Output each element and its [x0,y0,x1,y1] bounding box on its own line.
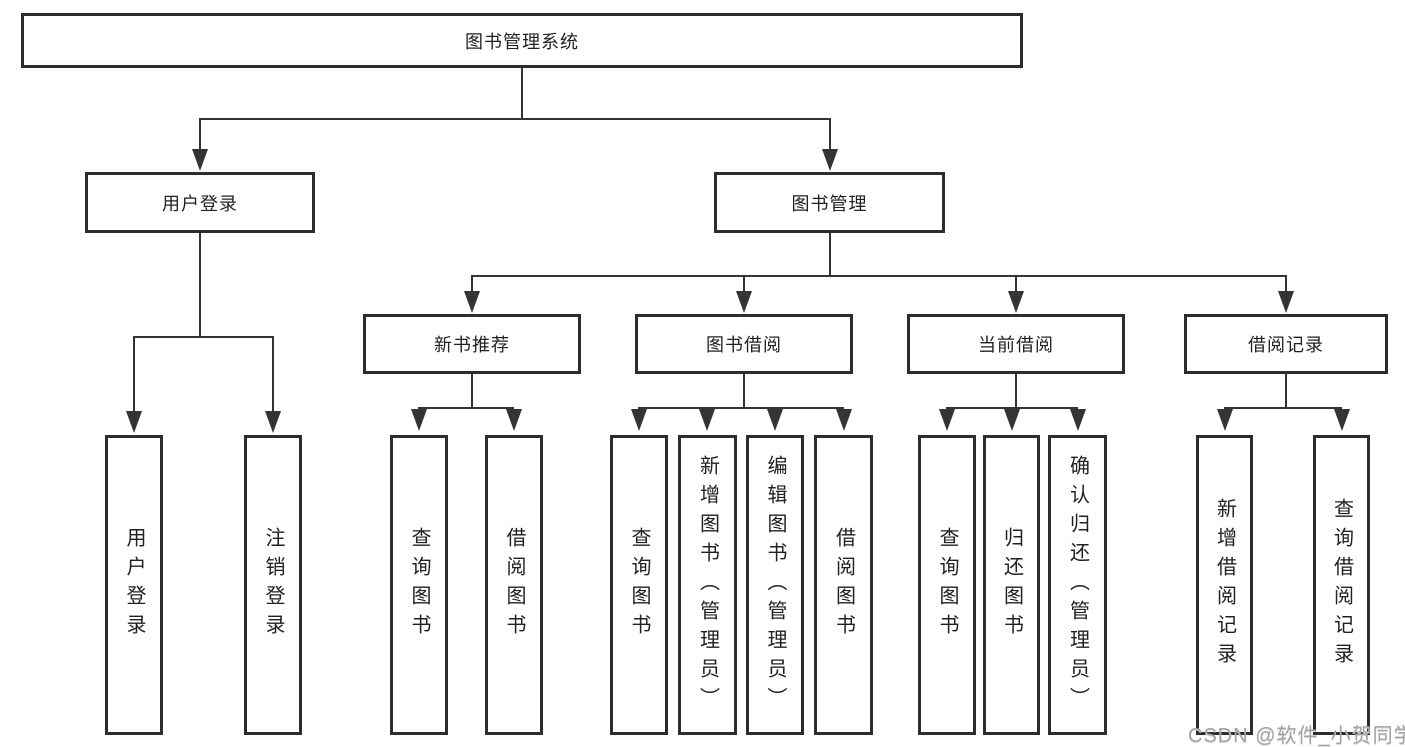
connector-user-login-stem [199,233,201,336]
connector-stem-leaf [1285,275,1287,293]
leaf-query-books: 查询图书 [610,435,668,735]
leaf-label: 借阅图书 [503,527,525,643]
connector-stem [1015,374,1017,409]
connector-stem-leaf [743,275,745,293]
connector-stem-leaf [272,336,274,414]
leaf-query-books: 查询图书 [390,435,448,735]
leaf-label: 新增借阅记录 [1213,498,1236,672]
arrowhead-down-icon [464,291,480,313]
arrowhead-down-icon [939,409,955,431]
leaf-label: 查询图书 [936,527,958,643]
connector-stem [743,374,745,409]
leaf-label: 用户登录 [123,527,145,643]
arrowhead-down-icon [506,409,522,431]
node-label: 图书管理系统 [465,31,579,52]
leaf-user-login: 用户登录 [105,435,163,735]
connector-user-login-branch [133,336,274,338]
node-label: 当前借阅 [978,335,1054,355]
connector-stem-book-mgmt [829,118,831,154]
arrowhead-down-icon [767,409,783,431]
leaf-label: 新增图书（管理员） [696,454,719,716]
leaf-label: 借阅图书 [832,527,855,643]
node-root-library-system: 图书管理系统 [21,13,1023,68]
leaf-label: 查询借阅记录 [1330,498,1353,672]
connector-root-branch [199,118,831,120]
node-user-login: 用户登录 [85,172,315,233]
leaf-edit-books-admin: 编辑图书（管理员） [746,435,804,735]
csdn-watermark: CSDN @软件_小贺同学 [1188,725,1405,747]
arrowhead-down-icon [1278,291,1294,313]
leaf-borrow-books: 借阅图书 [485,435,543,735]
leaf-label: 编辑图书（管理员） [764,454,786,716]
leaf-query-borrow-record: 查询借阅记录 [1313,435,1370,735]
connector-branch [946,407,1078,409]
connector-stem [471,374,473,409]
connector-stem-leaf [1015,275,1017,293]
node-current-borrow: 当前借阅 [907,314,1125,374]
connector-stem-leaf [471,275,473,293]
arrowhead-down-icon [822,149,838,171]
arrowhead-down-icon [192,149,208,171]
arrowhead-down-icon [411,409,427,431]
arrowhead-down-icon [1004,409,1020,431]
node-label: 图书借阅 [706,335,782,355]
leaf-logout: 注销登录 [244,435,302,735]
node-label: 图书管理 [791,193,868,214]
arrowhead-down-icon [699,409,715,431]
leaf-label: 查询图书 [628,527,650,643]
connector-root-stem [521,68,523,118]
connector-branch [638,407,844,409]
leaf-query-books: 查询图书 [918,435,976,735]
connector-book-mgmt-branch [471,275,1287,277]
leaf-confirm-return-admin: 确认归还（管理员） [1048,435,1107,735]
leaf-borrow-books: 借阅图书 [814,435,873,735]
arrowhead-down-icon [1070,409,1086,431]
arrowhead-down-icon [736,291,752,313]
connector-book-mgmt-stem [829,233,831,275]
arrowhead-down-icon [265,411,281,433]
connector-stem [1285,374,1287,409]
arrowhead-down-icon [1217,409,1233,431]
leaf-add-books-admin: 新增图书（管理员） [678,435,737,735]
leaf-return-books: 归还图书 [983,435,1040,735]
connector-stem-leaf [133,336,135,414]
arrowhead-down-icon [631,409,647,431]
arrowhead-down-icon [126,411,142,433]
node-label: 借阅记录 [1248,335,1324,355]
leaf-label: 注销登录 [262,527,284,643]
leaf-label: 查询图书 [408,527,430,643]
node-borrow-records: 借阅记录 [1184,314,1388,374]
leaf-label: 确认归还（管理员） [1066,454,1089,716]
node-label: 用户登录 [162,193,238,214]
node-new-book-recommend: 新书推荐 [363,314,581,374]
connector-branch [1224,407,1342,409]
node-label: 新书推荐 [434,335,510,355]
leaf-add-borrow-record: 新增借阅记录 [1196,435,1253,735]
leaf-label: 归还图书 [1000,527,1023,643]
arrowhead-down-icon [1008,291,1024,313]
node-book-borrow: 图书借阅 [635,314,853,374]
connector-stem-user-login [199,118,201,154]
connector-branch [418,407,514,409]
arrowhead-down-icon [836,409,852,431]
arrowhead-down-icon [1334,409,1350,431]
node-book-management: 图书管理 [714,172,945,233]
